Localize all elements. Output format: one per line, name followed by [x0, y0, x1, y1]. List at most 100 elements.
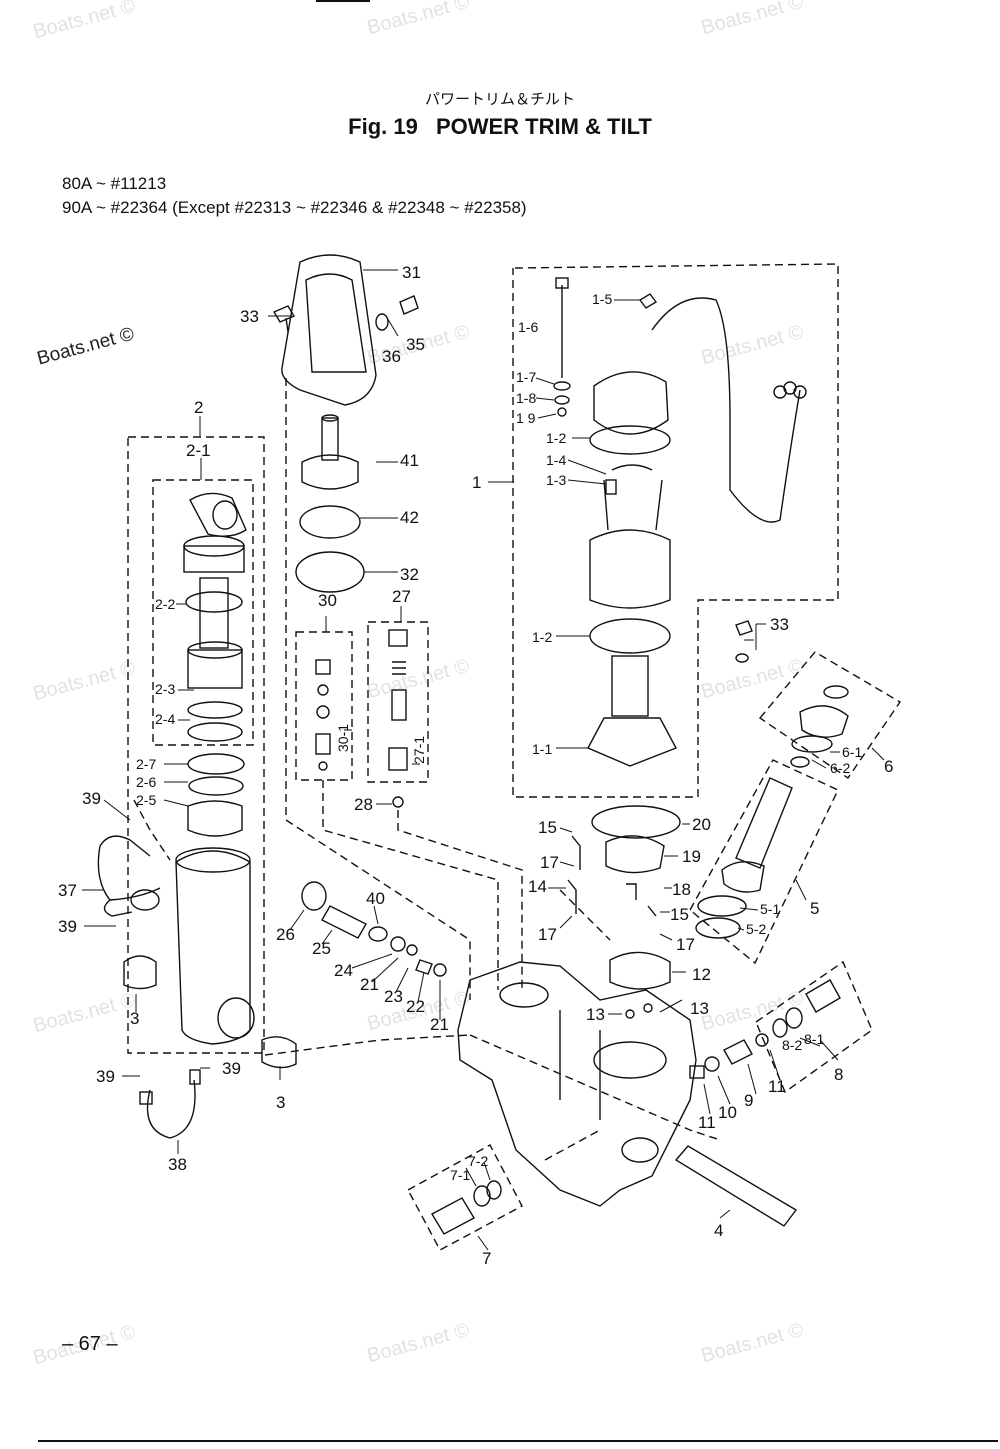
- pump-housing: [457, 961, 697, 1207]
- label-25: 25: [312, 939, 331, 958]
- part-labels: 31 33 35 36 2 2-1 2-2 2-3 2-4 2-7 2-6 2-…: [58, 263, 893, 1268]
- label-14: 14: [528, 877, 547, 896]
- label-1-6: 1-6: [518, 319, 538, 335]
- label-37: 37: [58, 881, 77, 900]
- armature-1-1: [611, 655, 649, 717]
- label-3b: 3: [276, 1093, 285, 1112]
- label-1-3: 1-3: [546, 472, 566, 488]
- label-4: 4: [714, 1221, 723, 1240]
- pump-12: [609, 951, 671, 990]
- screw-35: [399, 295, 419, 315]
- valve-7: [431, 1197, 475, 1235]
- cylinder-group-box: [127, 436, 265, 1054]
- label-7: 7: [482, 1249, 491, 1268]
- o-ring-1-2-top: [589, 425, 671, 455]
- label-39d: 39: [96, 1067, 115, 1086]
- ring-2-7: [187, 753, 245, 775]
- label-17c: 17: [676, 935, 695, 954]
- label-13a: 13: [586, 1005, 605, 1024]
- label-39c: 39: [222, 1059, 241, 1078]
- label-41: 41: [400, 451, 419, 470]
- trim-cover: [281, 254, 377, 406]
- label-33: 33: [240, 307, 259, 326]
- label-6-1: 6-1: [842, 744, 862, 760]
- label-1-9: 1 9: [516, 410, 536, 426]
- label-20: 20: [692, 815, 711, 834]
- label-11a: 11: [768, 1077, 786, 1096]
- label-6: 6: [884, 757, 893, 776]
- motor-lead-wire: [651, 297, 801, 523]
- valve27-group-box: [367, 621, 429, 783]
- label-2-3: 2-3: [155, 681, 175, 697]
- valve-9: [723, 1039, 753, 1065]
- figure-title: Fig. 19 POWER TRIM & TILT: [0, 114, 1000, 140]
- model-line-80a: 80A ~ #11213: [62, 174, 167, 193]
- cap-6: [799, 705, 849, 738]
- label-8: 8: [834, 1065, 843, 1084]
- label-21a: 21: [360, 975, 379, 994]
- hose-37: [97, 835, 161, 917]
- label-30-1: 30-1: [335, 724, 351, 752]
- top-rule: [316, 0, 370, 2]
- label-13b: 13: [690, 999, 709, 1018]
- label-1-1: 1-1: [532, 741, 552, 757]
- label-5: 5: [810, 899, 819, 918]
- motor-group-box: [512, 263, 839, 798]
- label-8-1: 8-1: [804, 1031, 824, 1047]
- screw-25: [321, 905, 367, 939]
- label-38: 38: [168, 1155, 187, 1174]
- label-1-2-bottom: 1-2: [532, 629, 552, 645]
- label-2-7: 2-7: [136, 756, 156, 772]
- o-ring-1-2-bottom: [589, 618, 671, 654]
- gasket-20: [591, 805, 681, 839]
- seal-26: [301, 881, 327, 911]
- manual-valve-rod-4: [674, 1145, 798, 1227]
- valve30-group-box: [295, 631, 353, 781]
- label-22: 22: [406, 997, 425, 1016]
- group-boxes: [127, 263, 902, 1251]
- label-33b: 33: [770, 615, 789, 634]
- ring-2-3: [187, 701, 243, 719]
- valve7-group-box: [407, 1144, 523, 1251]
- label-2-5: 2-5: [136, 792, 156, 808]
- motor-housing: [589, 529, 671, 609]
- label-23: 23: [384, 987, 403, 1006]
- bushing-3a: [123, 955, 157, 990]
- cap6-group-box: [758, 651, 902, 779]
- label-32: 32: [400, 565, 419, 584]
- label-24: 24: [334, 961, 353, 980]
- label-1-5: 1-5: [592, 291, 612, 307]
- fig-label: Fig. 19: [348, 114, 418, 139]
- motor-end-cap: [593, 371, 669, 435]
- o-ring-32: [295, 551, 365, 593]
- label-39a: 39: [82, 789, 101, 808]
- valve-27-cap: [388, 629, 408, 647]
- ring-2-4: [187, 722, 243, 742]
- label-21b: 21: [430, 1015, 449, 1034]
- japanese-title: パワートリム＆チルト: [424, 90, 575, 108]
- label-30: 30: [318, 591, 337, 610]
- valve-8: [805, 979, 841, 1013]
- label-36: 36: [382, 347, 401, 366]
- label-40: 40: [366, 889, 385, 908]
- tilt-rod-5: [735, 777, 793, 869]
- label-42: 42: [400, 508, 419, 527]
- label-39b: 39: [58, 917, 77, 936]
- hose-38: [146, 1079, 196, 1139]
- ring-2-6: [188, 776, 244, 796]
- label-18: 18: [672, 880, 691, 899]
- label-17b: 17: [538, 925, 557, 944]
- label-27-1: 27-1: [411, 736, 427, 764]
- label-1-4: 1-4: [546, 452, 566, 468]
- label-6-2: 6-2: [830, 760, 850, 776]
- piston-rod-41: [321, 417, 339, 461]
- label-2-4: 2-4: [155, 711, 175, 727]
- page-number: – 67 –: [62, 1333, 118, 1355]
- valve-30-cap: [315, 659, 331, 675]
- label-1-7: 1-7: [516, 369, 536, 385]
- label-1-2-top: 1-2: [546, 430, 566, 446]
- label-15a: 15: [538, 818, 557, 837]
- label-19: 19: [682, 847, 701, 866]
- bushing-3b: [261, 1036, 297, 1069]
- label-5-1: 5-1: [760, 901, 780, 917]
